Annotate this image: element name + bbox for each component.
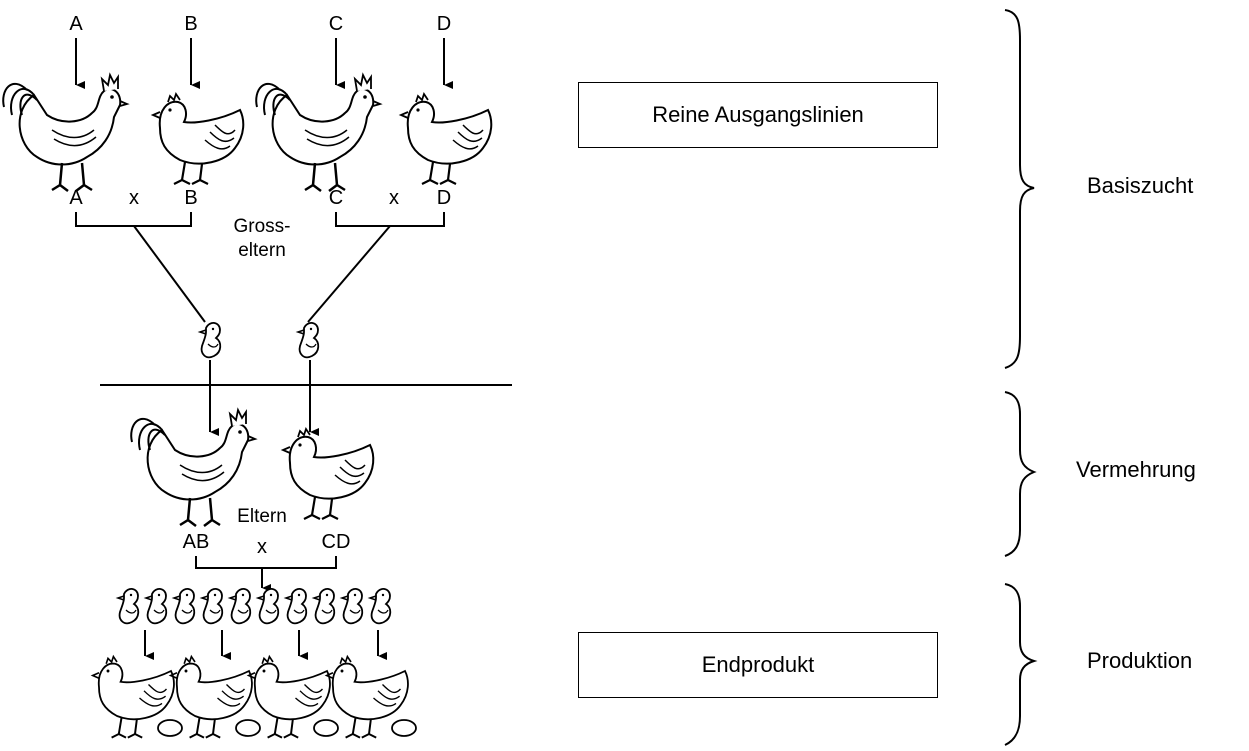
- grandparents-label-1: Gross-: [234, 216, 291, 237]
- stage-multiplication: Vermehrung: [1076, 457, 1196, 483]
- chick-icon: [230, 589, 250, 623]
- egg-icon: [236, 720, 260, 736]
- chick-icon: [258, 589, 278, 623]
- egg-icon: [392, 720, 416, 736]
- chick-icon: [370, 589, 390, 623]
- stage-basic: Basiszucht: [1087, 173, 1193, 199]
- chick-icon: [174, 589, 194, 623]
- pair1-left: A: [69, 187, 83, 209]
- top-label-d: D: [437, 13, 451, 35]
- chick-icon: [200, 323, 220, 357]
- pair2-cross: x: [389, 187, 399, 209]
- bracket-ab: [76, 212, 191, 226]
- brace-production: [1005, 584, 1034, 745]
- hen-icon: [153, 94, 243, 184]
- line-ab-to-chick: [134, 226, 205, 322]
- chick-icon: [342, 589, 362, 623]
- chick-icon: [146, 589, 166, 623]
- top-label-b: B: [184, 13, 197, 35]
- chick-icon: [298, 323, 318, 357]
- bracket-cd: [336, 212, 444, 226]
- pair1-cross: x: [129, 187, 139, 209]
- pair2-left: C: [329, 187, 343, 209]
- egg-icon: [158, 720, 182, 736]
- egg-icon: [314, 720, 338, 736]
- chick-icon: [118, 589, 138, 623]
- top-label-a: A: [69, 13, 83, 35]
- top-label-c: C: [329, 13, 343, 35]
- chick-icon: [286, 589, 306, 623]
- parents-cross: x: [257, 536, 267, 558]
- line-cd-to-chick: [308, 226, 390, 322]
- offspring-chicks: [118, 589, 390, 623]
- grandparents-label-2: eltern: [238, 240, 286, 261]
- parents-label: Eltern: [237, 506, 287, 527]
- parents-left: AB: [183, 531, 210, 553]
- rooster-icon: [3, 75, 127, 191]
- box-end-product: Endprodukt: [578, 632, 938, 698]
- pair2-right: D: [437, 187, 451, 209]
- chick-icon: [314, 589, 334, 623]
- hen-icon: [283, 429, 373, 519]
- production-hens: [93, 657, 416, 738]
- stage-production: Produktion: [1087, 648, 1192, 674]
- parents-right: CD: [322, 531, 351, 553]
- chick-icon: [202, 589, 222, 623]
- pair1-right: B: [184, 187, 197, 209]
- brace-multiplication: [1005, 392, 1034, 556]
- box-pure-lines: Reine Ausgangslinien: [578, 82, 938, 148]
- rooster-icon: [256, 75, 380, 191]
- hen-icon: [401, 94, 491, 184]
- brace-basic: [1005, 10, 1034, 368]
